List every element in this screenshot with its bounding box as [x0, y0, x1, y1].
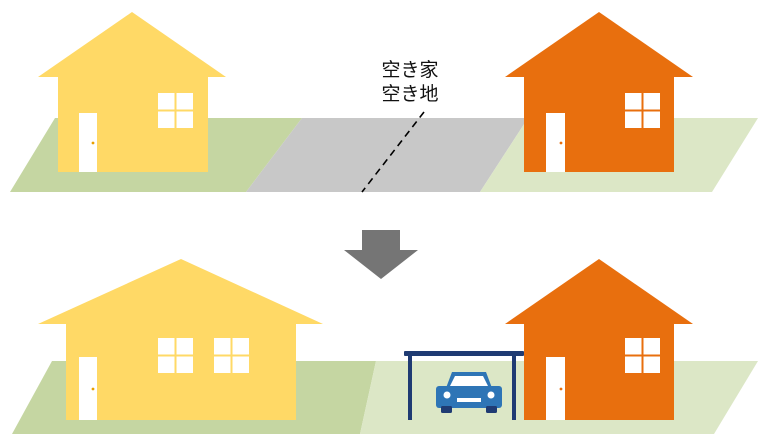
label-pointer-line — [361, 111, 425, 193]
yellow-house-after — [38, 259, 323, 420]
car-icon — [436, 372, 502, 413]
house-window — [625, 93, 660, 128]
scene-after — [12, 259, 758, 434]
house-door — [546, 113, 565, 172]
carport-post — [512, 356, 516, 420]
house-window — [158, 338, 193, 373]
door-knob — [91, 387, 95, 391]
door-knob — [559, 387, 563, 391]
vacant-house-label: 空き家 — [381, 59, 439, 81]
scene-before — [10, 12, 758, 193]
vacant-label: 空き家 空き地 — [370, 58, 450, 106]
house-door — [546, 357, 565, 420]
down-arrow-icon — [344, 230, 418, 279]
house-roof — [38, 259, 323, 324]
door-knob — [559, 141, 563, 145]
house-window — [158, 93, 193, 128]
orange-house-before — [505, 12, 693, 172]
door-knob — [91, 141, 95, 145]
orange-house-after — [505, 259, 693, 420]
yellow-house-before — [38, 12, 226, 172]
house-door — [79, 357, 97, 420]
house-roof — [505, 259, 693, 324]
carport-post — [408, 356, 412, 420]
house-roof — [505, 12, 693, 77]
vacant-lot-label: 空き地 — [381, 83, 439, 105]
house-roof — [38, 12, 226, 77]
house-window — [214, 338, 249, 373]
house-window — [625, 338, 660, 373]
house-door — [79, 113, 97, 172]
vacant-lot — [246, 118, 528, 192]
carport — [404, 351, 524, 420]
carport-roof — [404, 351, 524, 356]
